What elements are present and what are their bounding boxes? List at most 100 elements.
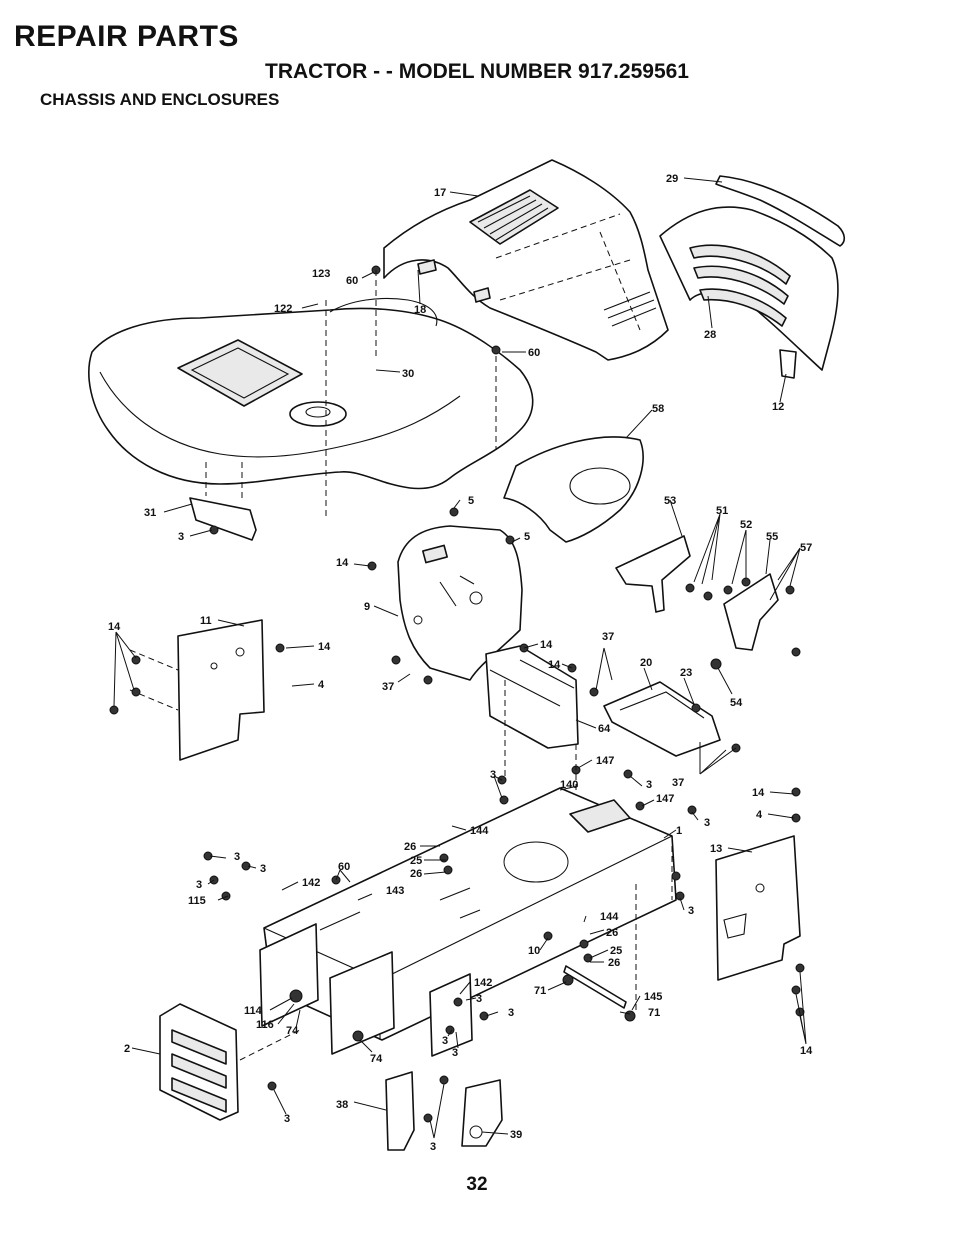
callout-74: 74 — [370, 1053, 383, 1065]
callout-14: 14 — [548, 659, 561, 671]
right-side-plate — [715, 835, 801, 981]
callout-37: 37 — [382, 681, 394, 693]
section-heading: CHASSIS AND ENCLOSURES — [40, 90, 280, 109]
page-title: REPAIR PARTS — [14, 20, 239, 53]
callout-64: 64 — [598, 723, 611, 735]
callout-116: 116 — [256, 1019, 274, 1031]
callout-23: 23 — [680, 667, 692, 679]
bracket-38 — [385, 1071, 415, 1151]
callout-4: 4 — [318, 679, 325, 691]
callout-labels: 17 29 123 60 122 18 28 60 30 12 58 31 5 … — [108, 173, 813, 1153]
callout-3: 3 — [704, 817, 710, 829]
grille — [659, 206, 839, 371]
callout-25: 25 — [610, 945, 622, 957]
steering-bracket — [485, 645, 579, 749]
callout-3: 3 — [234, 851, 240, 863]
callout-71: 71 — [534, 985, 546, 997]
callout-29: 29 — [666, 173, 678, 185]
lever-bracket — [723, 573, 779, 651]
callout-9: 9 — [364, 601, 370, 613]
callout-13: 13 — [710, 843, 722, 855]
callout-30: 30 — [402, 368, 414, 380]
callout-3: 3 — [260, 863, 266, 875]
callout-3: 3 — [490, 769, 496, 781]
pedal-bracket — [615, 535, 691, 613]
callout-37: 37 — [672, 777, 684, 789]
callout-122: 122 — [274, 303, 292, 315]
dash-panel — [397, 525, 523, 681]
callout-3: 3 — [508, 1007, 514, 1019]
callout-3: 3 — [196, 879, 202, 891]
callout-58: 58 — [652, 403, 664, 415]
callout-28: 28 — [704, 329, 716, 341]
callout-144: 144 — [600, 911, 619, 923]
fender-pan — [88, 298, 534, 490]
front-bumper — [715, 175, 846, 247]
callout-145: 145 — [644, 991, 662, 1003]
bracket-31 — [189, 497, 257, 541]
callout-3: 3 — [646, 779, 652, 791]
callout-74: 74 — [286, 1025, 299, 1037]
callout-14: 14 — [800, 1045, 813, 1057]
callout-3: 3 — [430, 1141, 436, 1153]
callout-3: 3 — [178, 531, 184, 543]
foot-plate — [603, 681, 721, 757]
hood — [383, 159, 669, 361]
left-side-plate — [129, 619, 265, 761]
callout-14: 14 — [108, 621, 121, 633]
callout-60: 60 — [338, 861, 350, 873]
page-number: 32 — [466, 1174, 488, 1195]
callout-57: 57 — [800, 542, 812, 554]
callout-60: 60 — [346, 275, 358, 287]
axle-plate-left — [259, 923, 395, 1055]
callout-147: 147 — [656, 793, 674, 805]
hood-latch — [779, 349, 797, 379]
callout-71: 71 — [648, 1007, 660, 1019]
callout-140: 140 — [560, 779, 578, 791]
callout-54: 54 — [730, 697, 743, 709]
callout-142: 142 — [302, 877, 320, 889]
callout-18: 18 — [414, 304, 426, 316]
callout-26: 26 — [404, 841, 416, 853]
callout-38: 38 — [336, 1099, 348, 1111]
callout-26: 26 — [606, 927, 618, 939]
callout-115: 115 — [188, 895, 206, 907]
callout-114: 114 — [244, 1005, 263, 1017]
callout-144: 144 — [470, 825, 489, 837]
callout-31: 31 — [144, 507, 156, 519]
callout-143: 143 — [386, 885, 404, 897]
callout-20: 20 — [640, 657, 652, 669]
callout-26: 26 — [410, 868, 422, 880]
callout-10: 10 — [528, 945, 540, 957]
bracket-39 — [461, 1079, 503, 1147]
callout-39: 39 — [510, 1129, 522, 1141]
callout-14: 14 — [336, 557, 349, 569]
callout-4: 4 — [756, 809, 763, 821]
leader-lines — [113, 177, 807, 1139]
callout-3: 3 — [688, 905, 694, 917]
callout-37: 37 — [602, 631, 614, 643]
callout-53: 53 — [664, 495, 676, 507]
callout-147: 147 — [596, 755, 614, 767]
callout-14: 14 — [752, 787, 765, 799]
callout-142: 142 — [474, 977, 492, 989]
callout-3: 3 — [284, 1113, 290, 1125]
callout-51: 51 — [716, 505, 728, 517]
assembly-lines — [205, 270, 637, 1061]
callout-25: 25 — [410, 855, 422, 867]
callout-12: 12 — [772, 401, 784, 413]
callout-52: 52 — [740, 519, 752, 531]
callout-3: 3 — [476, 993, 482, 1005]
callout-2: 2 — [124, 1043, 130, 1055]
callout-14: 14 — [318, 641, 331, 653]
callout-14: 14 — [540, 639, 553, 651]
callout-5: 5 — [524, 531, 530, 543]
callout-26: 26 — [608, 957, 620, 969]
front-plate — [159, 1003, 239, 1121]
callout-11: 11 — [200, 615, 212, 627]
model-subtitle: TRACTOR - - MODEL NUMBER 917.259561 — [265, 60, 689, 83]
callout-1: 1 — [676, 825, 682, 837]
callout-5: 5 — [468, 495, 474, 507]
callout-123: 123 — [312, 268, 330, 280]
